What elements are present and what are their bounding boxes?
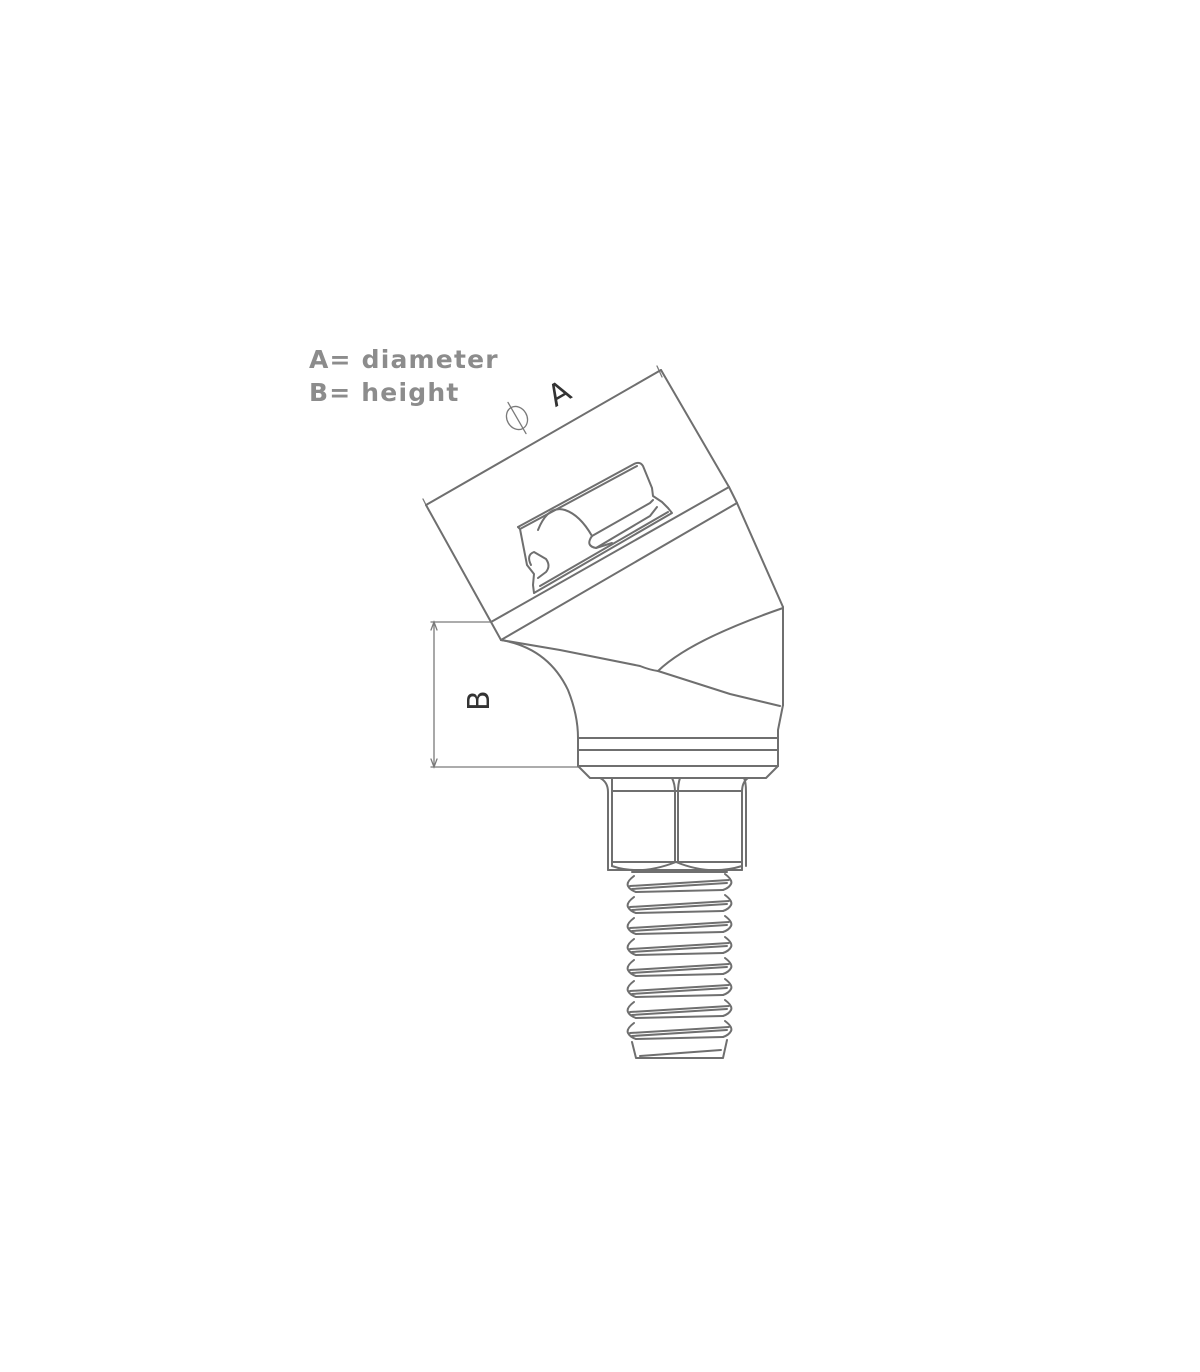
thread-line [626,875,637,893]
thread-line [722,978,733,996]
screw-slot [517,461,673,594]
thread-line [629,900,730,908]
thread-line [635,889,724,893]
thread-line [629,942,730,950]
thread-line [629,963,730,971]
thread-line [635,994,724,998]
thread-line [626,1022,637,1040]
dimension-b: B [430,620,579,769]
thread-line [722,936,733,954]
thread-line [626,1001,637,1019]
diameter-symbol-icon [505,401,529,435]
abutment-head [425,369,784,641]
dimension-b-arrow-top [430,620,438,631]
dimension-a-label: A [542,374,578,415]
thread-line [626,917,637,935]
thread-line [629,879,730,887]
thread-line [722,894,733,912]
screw-thread [626,871,733,1059]
thread-line [722,957,733,975]
thread-line [626,896,637,914]
thread-line [635,1015,724,1019]
thread-line [635,1036,724,1040]
dimension-b-arrow-bottom [430,758,438,769]
hex-connection [599,777,749,872]
thread-line [722,999,733,1017]
thread-line [626,938,637,956]
thread-line [629,921,730,929]
thread-line [635,973,724,977]
thread-line [635,952,724,956]
thread-line [639,1049,722,1057]
thread-line [631,945,728,953]
thread-line [722,915,733,933]
thread-line [629,984,730,992]
legend-height: B= height [309,378,460,407]
legend-diameter: A= diameter [309,345,499,374]
thread-line [629,1026,730,1034]
thread-line [631,882,728,890]
thread-line [635,910,724,914]
dimension-b-label: B [462,690,497,711]
thread-line [631,903,728,911]
thread-line [635,931,724,935]
thread-line [631,924,728,932]
thread-line [631,1008,728,1016]
thread-line [631,1039,728,1059]
thread-line [722,873,733,891]
thread-line [626,980,637,998]
thread-line [722,1020,733,1038]
thread-line [629,1005,730,1013]
thread-line [626,959,637,977]
thread-line [631,1029,728,1037]
legend: A= diameter B= height [309,343,499,409]
thread-line [631,966,728,974]
abutment-body [500,606,784,779]
thread-line [631,987,728,995]
